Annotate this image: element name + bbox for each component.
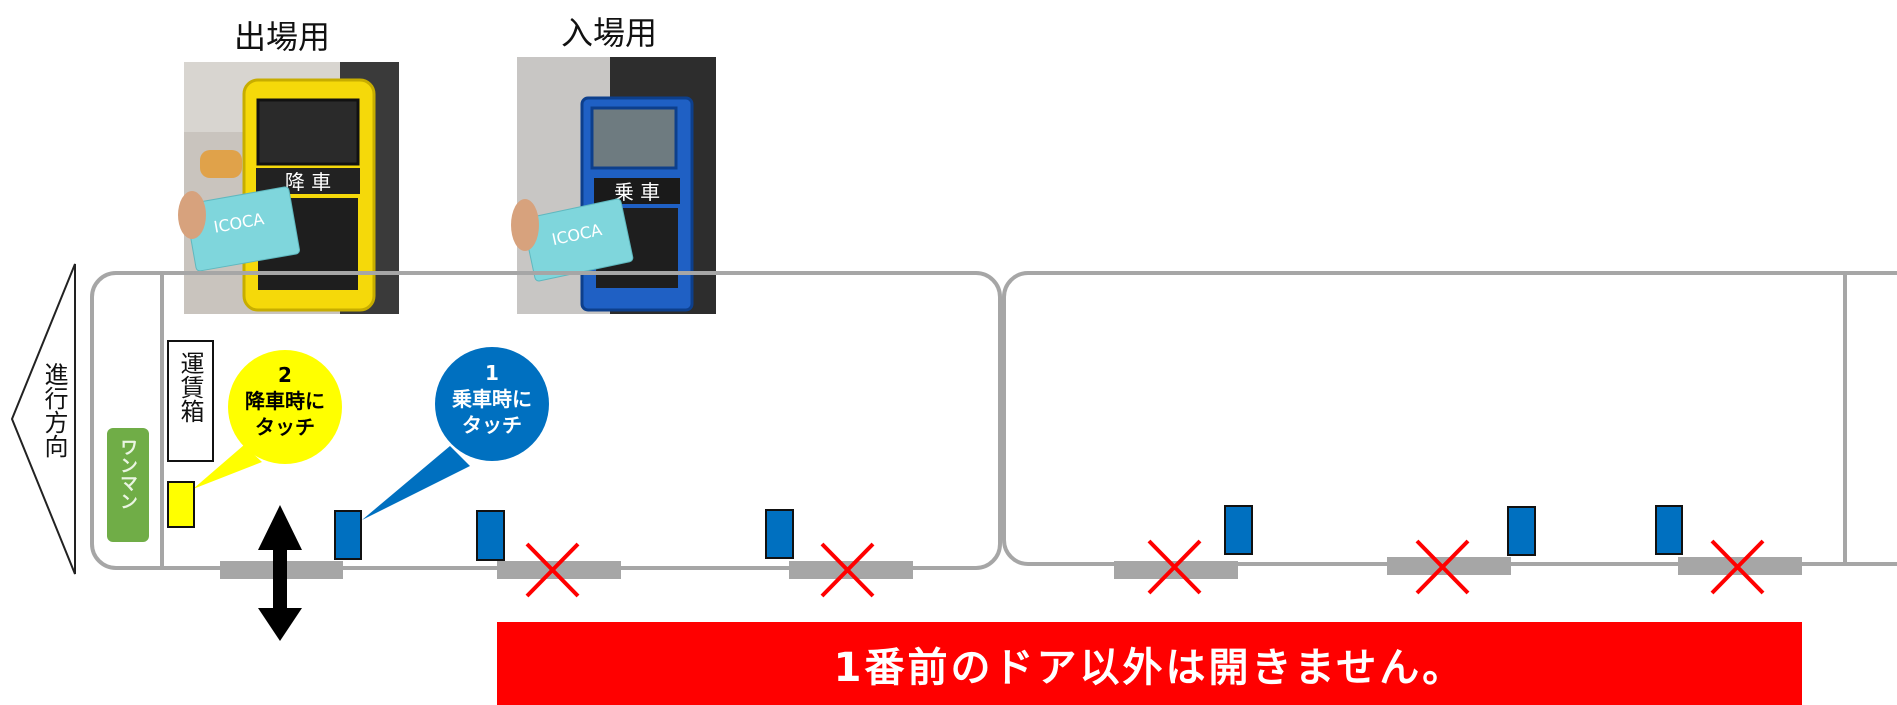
alight-callout-number: 2	[278, 363, 292, 387]
board-callout-line1: 乗車時に	[452, 387, 532, 411]
closed-door-x	[820, 542, 875, 598]
alight-callout	[228, 350, 342, 464]
entry-reader-marker	[334, 510, 362, 560]
entry-reader-marker	[1507, 506, 1536, 556]
warning-banner: 1番前のドア以外は開きません。	[497, 622, 1802, 705]
entry-reader-marker	[476, 510, 505, 561]
direction-label: 進行方向	[40, 362, 68, 458]
door-5	[1387, 557, 1511, 575]
entry-reader-text: 乗 車	[614, 180, 660, 204]
alight-callout-line2: タッチ	[255, 415, 315, 439]
closed-door-x	[525, 542, 580, 598]
alight-callout-tail	[193, 445, 262, 489]
exit-reader-marker	[167, 481, 195, 528]
alight-callout-line1: 降車時に	[245, 389, 325, 413]
entry-reader-photo: 乗 車 ICOCA	[511, 57, 716, 314]
one-man-label: ワンマン	[117, 438, 138, 510]
car-2-outline	[1002, 271, 1897, 566]
exit-reader-photo: 降 車 ICOCA	[178, 62, 399, 314]
direction-arrow	[10, 263, 76, 575]
one-man-badge	[107, 428, 149, 542]
board-callout-line2: タッチ	[462, 413, 522, 437]
board-callout-tail	[362, 446, 470, 520]
door-3	[789, 561, 913, 579]
closed-door-x	[1147, 539, 1202, 595]
board-callout	[435, 347, 549, 461]
exit-reader-text: 降 車	[285, 170, 331, 194]
entry-photo-label: 入場用	[560, 14, 657, 52]
board-callout-number: 1	[485, 361, 499, 385]
open-door-arrow	[258, 505, 302, 641]
door-2	[497, 561, 621, 579]
board-callout-text: 1 乗車時に タッチ	[435, 360, 549, 438]
entry-reader-marker	[1224, 505, 1253, 555]
fare-box	[167, 340, 214, 462]
alight-callout-text: 2 降車時に タッチ	[228, 362, 342, 440]
closed-door-x	[1710, 539, 1765, 595]
entry-reader-marker	[765, 509, 794, 559]
closed-door-x	[1415, 539, 1470, 595]
fare-box-label: 運賃箱	[176, 351, 204, 423]
exit-photo-label: 出場用	[233, 18, 330, 56]
entry-reader-marker	[1655, 505, 1683, 555]
